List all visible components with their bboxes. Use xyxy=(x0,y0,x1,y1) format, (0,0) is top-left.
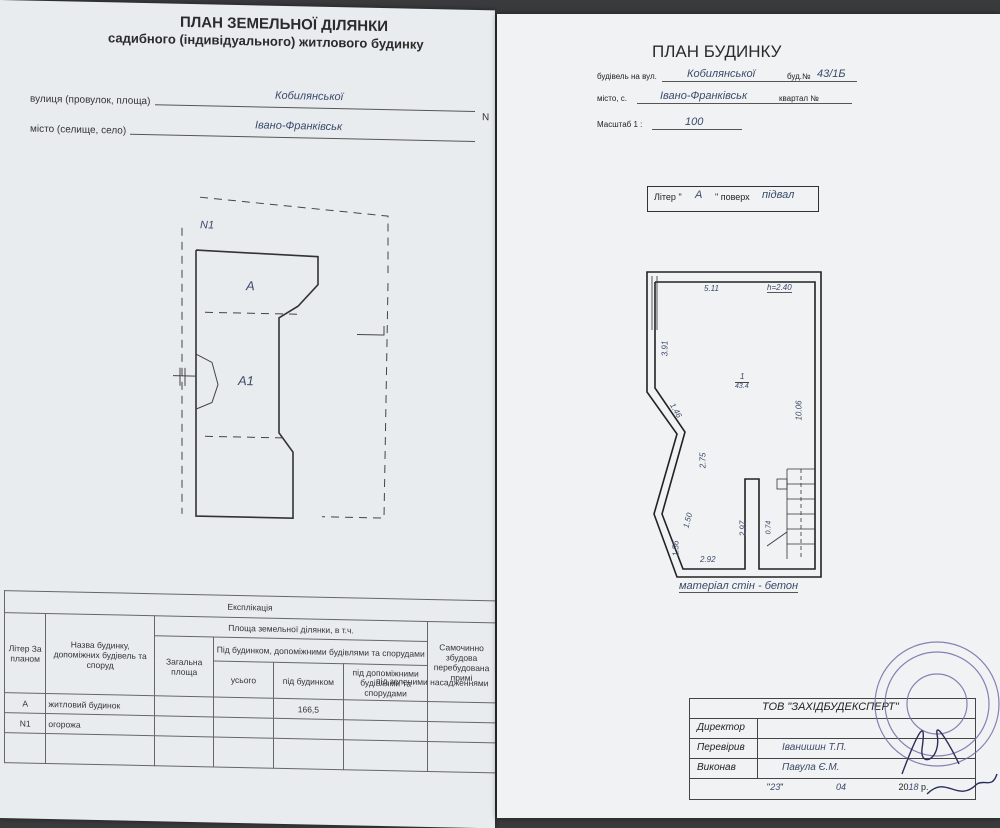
left-page: ПЛАН ЗЕМЕЛЬНОЇ ДІЛЯНКИ садибного (індиві… xyxy=(0,0,495,828)
plan-label-a1: А1 xyxy=(238,373,254,388)
land-plan-drawing xyxy=(0,0,495,610)
row-a-liter: А xyxy=(5,693,46,714)
row-a-name: житловий будинок xyxy=(46,693,155,715)
official-seal xyxy=(497,14,1000,818)
col-selfbuilt: Самочинно збудова перебудована примі xyxy=(428,621,495,702)
plan-label-n1: N1 xyxy=(200,219,214,231)
row-n1-name: огорожа xyxy=(46,713,155,735)
col-name: Назва будинку, допоміжних будівель та сп… xyxy=(46,613,155,695)
right-page: ПЛАН БУДИНКУ будівель на вул. Кобилянськ… xyxy=(497,14,1000,818)
plan-label-a: А xyxy=(246,278,255,293)
col-liter: Літер За планом xyxy=(5,613,46,694)
col-total: Загальна площа xyxy=(154,636,213,697)
row-n1-liter: N1 xyxy=(5,713,46,734)
col-house: під будинком xyxy=(273,662,344,699)
row-n1-house xyxy=(273,718,344,739)
col-all: усього xyxy=(214,661,273,698)
row-a-house: 166,5 xyxy=(273,698,344,719)
